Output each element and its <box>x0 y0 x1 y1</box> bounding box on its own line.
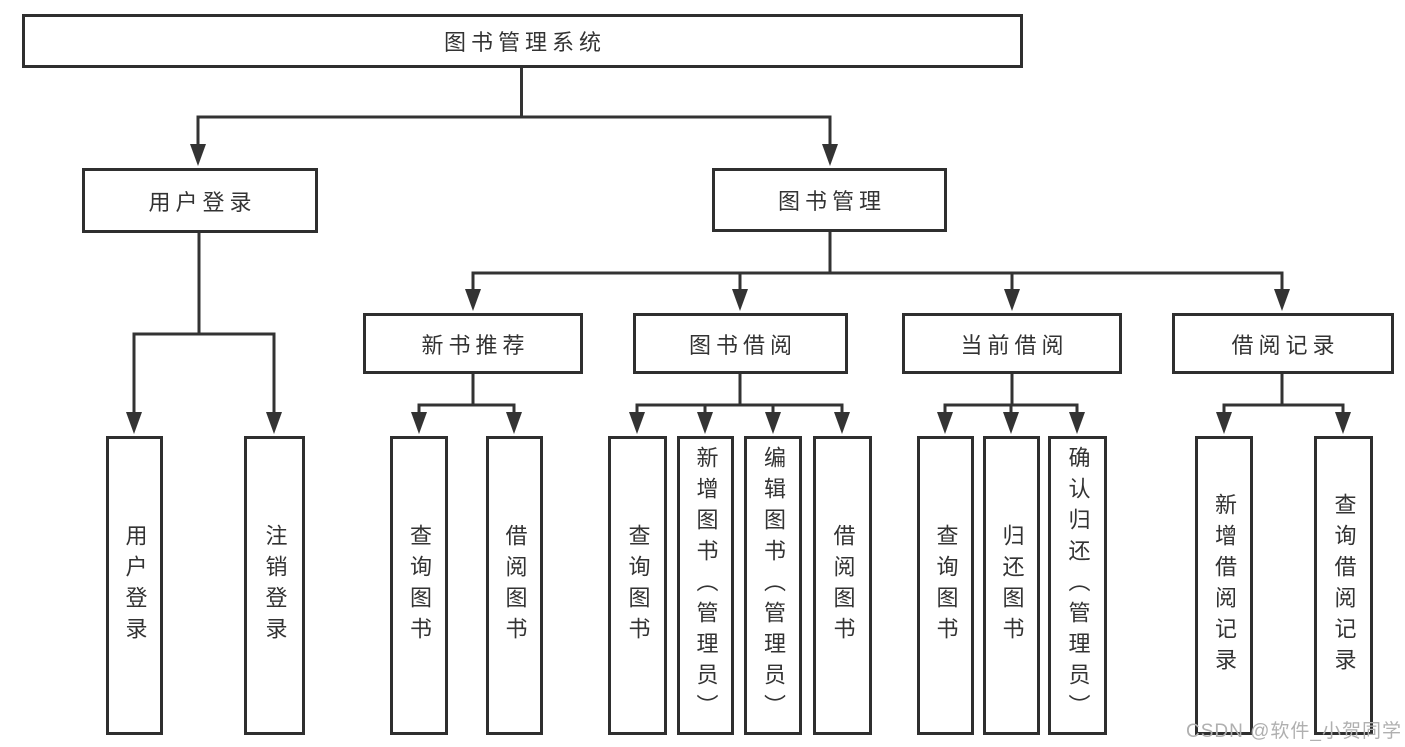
leaf-add-book-admin: 新增图书（管理员） <box>677 436 734 735</box>
leaf-user-login: 用户登录 <box>106 436 163 735</box>
leaf-confirm-return-admin-label: 确认归还（管理员） <box>1065 446 1091 725</box>
node-root-label: 图书管理系统 <box>443 30 606 55</box>
leaf-query-books-current: 查询图书 <box>917 436 974 735</box>
connector-new-book-rec-group <box>411 374 522 434</box>
node-root: 图书管理系统 <box>22 14 1023 68</box>
node-borrow-records: 借阅记录 <box>1172 313 1394 374</box>
node-user-login-label: 用户登录 <box>148 189 257 215</box>
leaf-confirm-return-admin: 确认归还（管理员） <box>1048 436 1107 735</box>
node-current-borrow-label: 当前借阅 <box>960 332 1069 358</box>
node-new-book-rec-label: 新书推荐 <box>421 332 530 358</box>
node-book-mgmt-label: 图书管理 <box>777 189 886 214</box>
leaf-edit-book-admin: 编辑图书（管理员） <box>744 436 802 735</box>
leaf-return-book: 归还图书 <box>983 436 1040 735</box>
leaf-user-login-label: 用户登录 <box>122 523 148 648</box>
csdn-watermark: CSDN @软件_小贺同学 <box>1186 721 1402 742</box>
connector-borrow-records-group <box>1216 374 1351 434</box>
leaf-query-books-rec-label: 查询图书 <box>407 523 432 648</box>
leaf-query-borrow-record: 查询借阅记录 <box>1314 436 1373 735</box>
leaf-query-books-borrow-label: 查询图书 <box>625 523 651 648</box>
node-book-mgmt: 图书管理 <box>712 168 947 232</box>
node-current-borrow: 当前借阅 <box>902 313 1122 374</box>
leaf-borrow-books-rec-label: 借阅图书 <box>502 523 528 648</box>
leaf-borrow-books-2: 借阅图书 <box>813 436 872 735</box>
leaf-borrow-books-2-label: 借阅图书 <box>830 523 856 648</box>
node-borrow-records-label: 借阅记录 <box>1231 332 1340 358</box>
connector-user-login-branch <box>126 233 282 434</box>
leaf-logout-label: 注销登录 <box>262 523 288 648</box>
leaf-edit-book-admin-label: 编辑图书（管理员） <box>761 446 786 725</box>
connector-current-borrow-group <box>937 374 1085 434</box>
node-new-book-rec: 新书推荐 <box>363 313 583 374</box>
leaf-borrow-books-rec: 借阅图书 <box>486 436 543 735</box>
connector-book-borrow-group <box>629 374 850 434</box>
leaf-add-borrow-record: 新增借阅记录 <box>1195 436 1253 735</box>
leaf-query-books-rec: 查询图书 <box>390 436 448 735</box>
connector-book-mgmt-branch <box>465 232 1290 311</box>
node-user-login: 用户登录 <box>82 168 318 233</box>
leaf-query-borrow-record-label: 查询借阅记录 <box>1331 492 1357 679</box>
node-book-borrow-label: 图书借阅 <box>688 332 797 358</box>
leaf-logout: 注销登录 <box>244 436 305 735</box>
connector-root-to-level2 <box>190 68 838 166</box>
leaf-add-borrow-record-label: 新增借阅记录 <box>1212 492 1237 679</box>
node-book-borrow: 图书借阅 <box>633 313 848 374</box>
leaf-return-book-label: 归还图书 <box>999 523 1025 648</box>
leaf-add-book-admin-label: 新增图书（管理员） <box>693 446 719 725</box>
leaf-query-books-borrow: 查询图书 <box>608 436 667 735</box>
leaf-query-books-current-label: 查询图书 <box>933 523 959 648</box>
